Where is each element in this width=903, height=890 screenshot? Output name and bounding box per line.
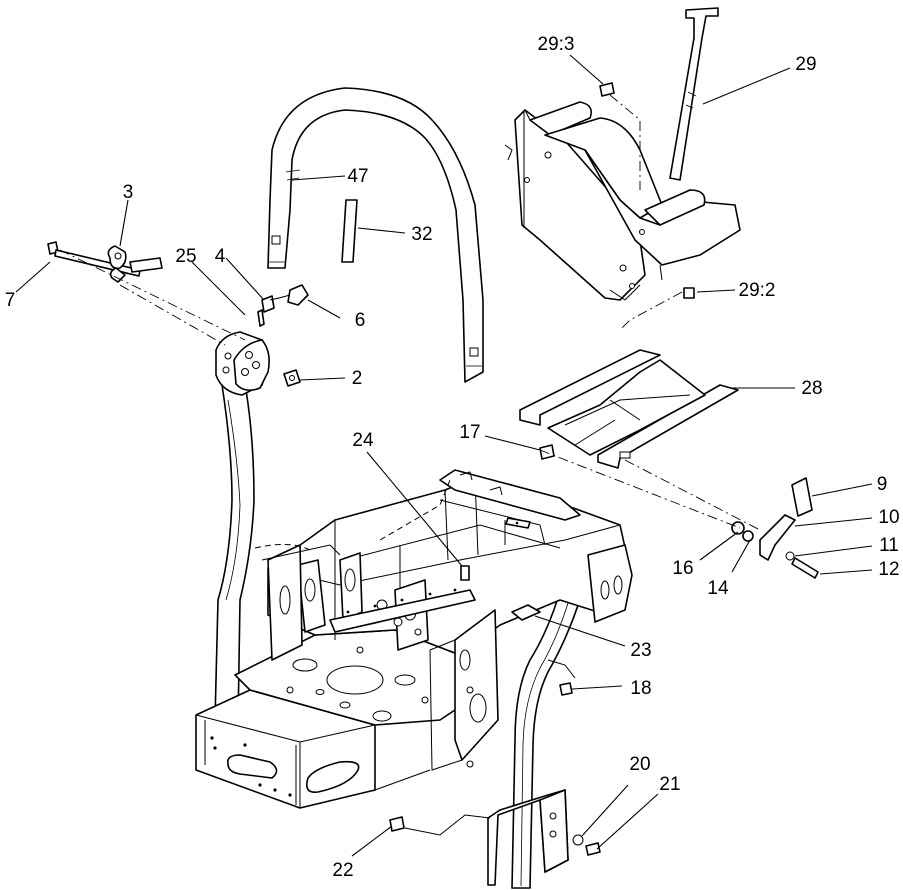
- callout-47: 47: [347, 166, 368, 187]
- callout-17: 17: [459, 422, 480, 443]
- roll-bar-upper-hoop: [267, 87, 484, 383]
- callout-20: 20: [629, 754, 650, 775]
- callout-10: 10: [878, 507, 899, 528]
- callout-18: 18: [630, 678, 651, 699]
- callout-24: 24: [352, 430, 374, 451]
- callout-21: 21: [659, 774, 680, 795]
- callout-29-2: 29:2: [739, 280, 776, 301]
- alignment-lines: [59, 94, 761, 836]
- left-roll-bar-post: [214, 331, 270, 726]
- callout-2: 2: [352, 368, 363, 389]
- callout-4: 4: [215, 246, 226, 267]
- callout-16: 16: [672, 558, 693, 579]
- mower-frame: [195, 469, 633, 809]
- callout-7: 7: [5, 290, 16, 311]
- seat-assembly: [504, 7, 741, 301]
- hardware: [47, 82, 819, 856]
- callout-12: 12: [878, 559, 899, 580]
- callout-3: 3: [123, 182, 134, 203]
- callout-23: 23: [630, 640, 651, 661]
- callout-labels: 3 7 25 4 6 2 47 32 29:3 29 29:2 28 17 24…: [5, 34, 900, 881]
- decal-32: [341, 199, 358, 263]
- callout-25: 25: [175, 246, 196, 267]
- callout-29-3: 29:3: [538, 34, 575, 55]
- callout-11: 11: [879, 535, 899, 556]
- callout-29: 29: [795, 54, 816, 75]
- callout-32: 32: [411, 224, 432, 245]
- callout-14: 14: [707, 578, 729, 599]
- seat-mounting-plate: [519, 349, 739, 469]
- callout-9: 9: [877, 474, 888, 495]
- callout-28: 28: [801, 378, 822, 399]
- callout-6: 6: [355, 310, 366, 331]
- callout-22: 22: [332, 860, 353, 881]
- leader-lines: [15, 54, 873, 857]
